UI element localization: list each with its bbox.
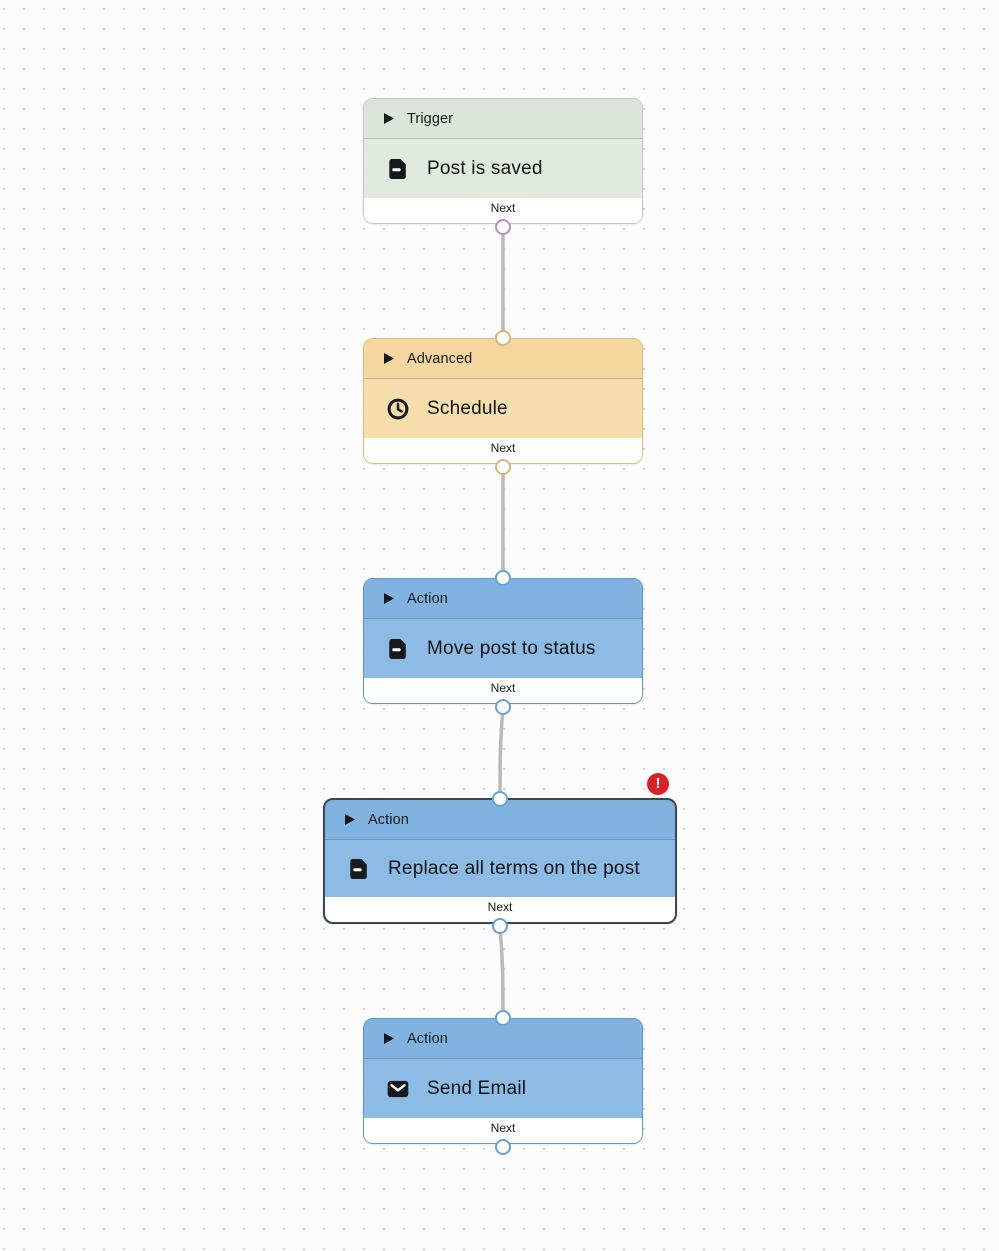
output-port[interactable] [495, 698, 511, 715]
node-action-replace-all-terms[interactable]: Action Replace all terms on the post Nex… [323, 773, 677, 934]
node-header[interactable]: Action [325, 800, 675, 840]
node-action-send-email[interactable]: Action Send Email Next [363, 1009, 643, 1155]
node-header[interactable]: Trigger [364, 99, 642, 139]
disclosure-triangle-icon[interactable] [345, 814, 355, 825]
input-port[interactable] [495, 569, 511, 586]
document-icon [385, 156, 411, 182]
node-header[interactable]: Advanced [364, 339, 642, 379]
output-port[interactable] [492, 917, 508, 934]
document-icon [385, 636, 411, 662]
node-title: Schedule [427, 397, 508, 419]
node-body: Move post to status [364, 619, 642, 678]
disclosure-triangle-icon[interactable] [384, 113, 394, 124]
output-port[interactable] [495, 1138, 511, 1155]
next-output-label: Next [490, 441, 516, 455]
connector-line [498, 705, 505, 800]
node-header[interactable]: Action [364, 579, 642, 619]
output-port[interactable] [495, 218, 511, 235]
input-port[interactable] [495, 1009, 511, 1026]
next-output-label: Next [490, 681, 516, 695]
clock-icon [385, 396, 411, 422]
connector-line [498, 925, 505, 1020]
output-port[interactable] [495, 458, 511, 475]
node-advanced-schedule[interactable]: Advanced Schedule Next [363, 329, 643, 475]
node-category-label: Advanced [407, 350, 473, 367]
node-title: Replace all terms on the post [388, 857, 640, 879]
node-header[interactable]: Action [364, 1019, 642, 1059]
error-badge[interactable]: ! [647, 773, 669, 795]
node-body: Replace all terms on the post [325, 840, 675, 897]
node-title: Send Email [427, 1077, 527, 1099]
node-category-label: Action [368, 811, 409, 828]
disclosure-triangle-icon[interactable] [384, 353, 394, 364]
node-category-label: Trigger [407, 110, 454, 127]
disclosure-triangle-icon[interactable] [384, 1033, 394, 1044]
node-category-label: Action [407, 1030, 448, 1047]
input-port[interactable] [492, 790, 508, 807]
input-port[interactable] [495, 329, 511, 346]
node-title: Post is saved [427, 157, 543, 179]
node-body: Post is saved [364, 139, 642, 198]
next-output-label: Next [490, 1121, 516, 1135]
node-category-label: Action [407, 590, 448, 607]
mail-icon [385, 1076, 411, 1102]
node-action-move-post-to-status[interactable]: Action Move post to status Next [363, 569, 643, 715]
node-body: Schedule [364, 379, 642, 438]
next-output-label: Next [490, 201, 516, 215]
node-title: Move post to status [427, 637, 596, 659]
node-trigger-post-is-saved[interactable]: Trigger Post is saved Next [363, 98, 643, 235]
disclosure-triangle-icon[interactable] [384, 593, 394, 604]
node-body: Send Email [364, 1059, 642, 1118]
document-icon [346, 856, 372, 882]
next-output-label: Next [487, 900, 513, 914]
